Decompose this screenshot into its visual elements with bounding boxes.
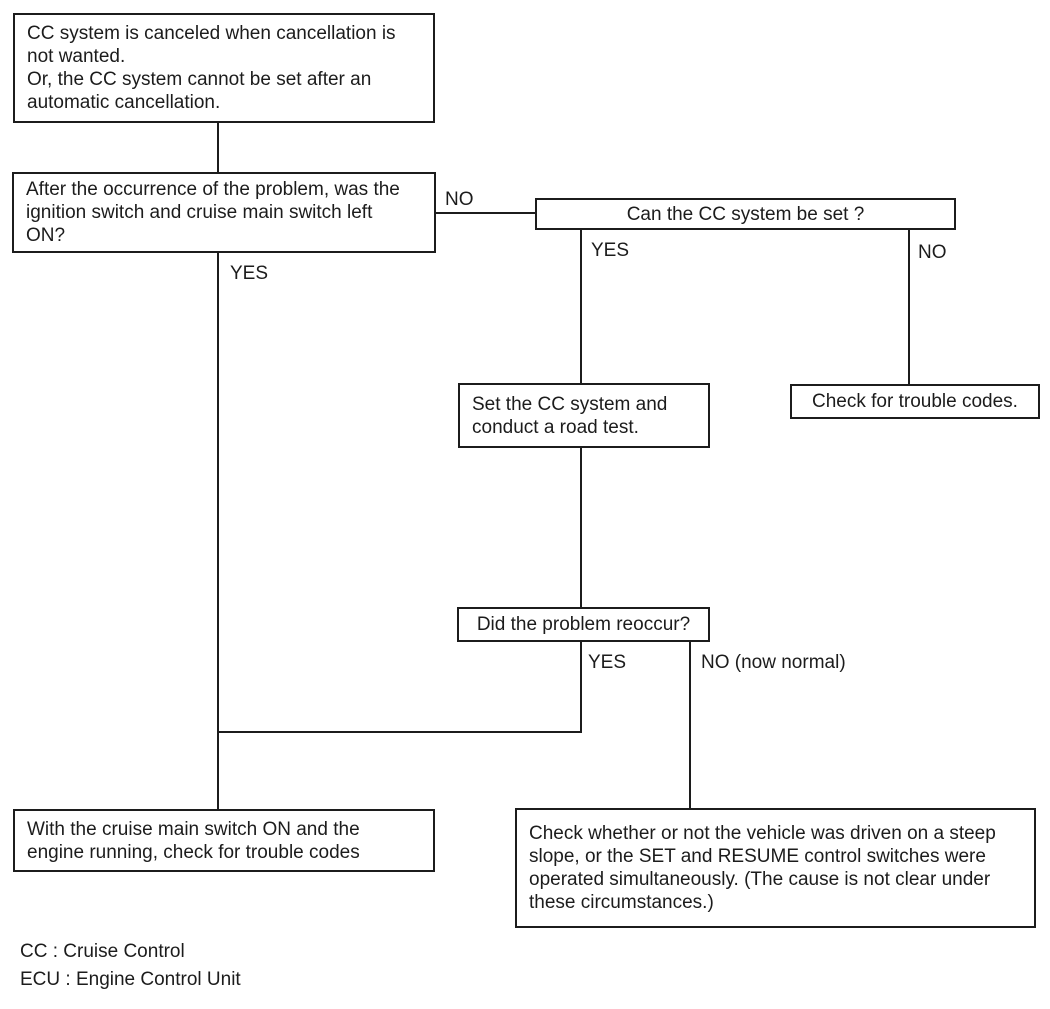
connector-ignition-yes-trunk	[217, 253, 219, 809]
flow-box-road-test: Set the CC system and conduct a road tes…	[458, 383, 710, 448]
flow-box-ignition-question: After the occurrence of the problem, was…	[12, 172, 436, 253]
flow-box-steep-slope-check: Check whether or not the vehicle was dri…	[515, 808, 1036, 928]
connector-reoccur-yes-branch	[580, 642, 582, 733]
flow-box-reoccur-question: Did the problem reoccur?	[457, 607, 710, 642]
flow-box-problem-statement: CC system is canceled when cancellation …	[13, 13, 435, 123]
connector-roadtest-to-reoccur	[580, 448, 582, 607]
connector-problem-to-ignition	[217, 123, 219, 172]
flow-box-check-trouble-codes: Check for trouble codes.	[790, 384, 1040, 419]
connector-canset-yes-branch	[580, 230, 582, 383]
flow-box-can-set-question: Can the CC system be set ?	[535, 198, 956, 230]
connector-reoccur-no-branch	[689, 642, 691, 808]
flow-box-engine-running-check: With the cruise main switch ON and the e…	[13, 809, 435, 872]
connector-ignition-no-branch	[436, 212, 535, 214]
legend-line-cc: CC : Cruise Control	[20, 941, 185, 962]
branch-label-canset-no: NO	[918, 242, 947, 263]
branch-label-ignition-yes: YES	[230, 263, 269, 284]
branch-label-ignition-no: NO	[445, 189, 474, 210]
branch-label-canset-yes: YES	[591, 240, 630, 261]
branch-label-reoccur-no: NO (now normal)	[701, 652, 846, 673]
branch-label-reoccur-yes: YES	[588, 652, 627, 673]
legend-line-ecu: ECU : Engine Control Unit	[20, 969, 241, 990]
connector-canset-no-branch	[908, 230, 910, 384]
connector-reoccur-yes-elbow	[217, 731, 582, 733]
